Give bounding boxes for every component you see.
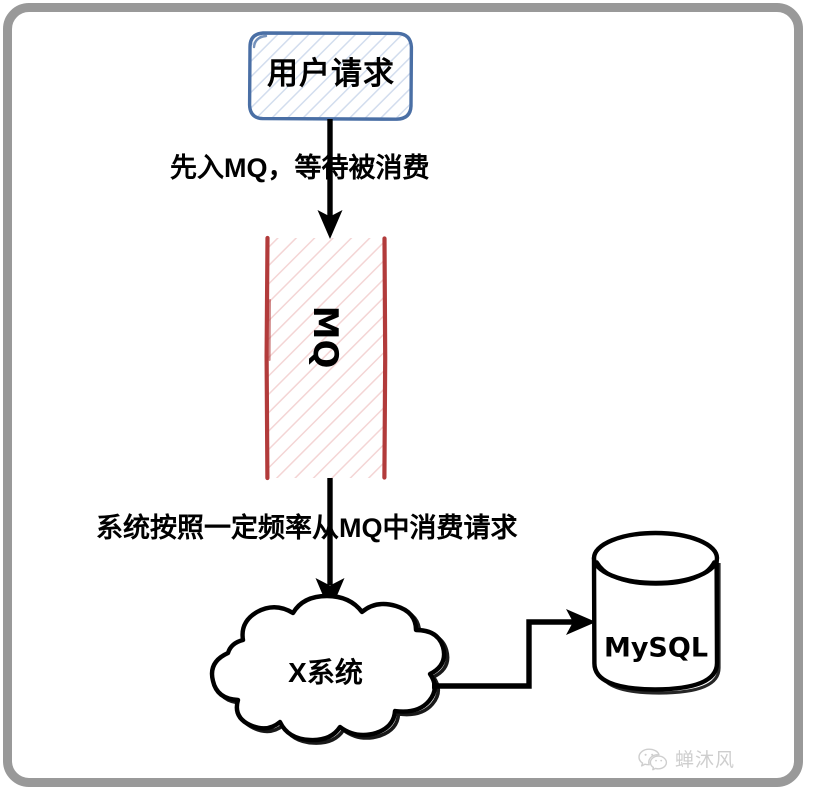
edge-label-user-to-mq: 先入MQ，等待被消费	[170, 153, 430, 183]
mysql-label: MySQL	[603, 632, 709, 664]
user-request-label: 用户请求	[267, 56, 395, 91]
watermark-label: 蝉沐风	[675, 750, 736, 771]
edge-label-mq-to-system: 系统按照一定频率从MQ中消费请求	[96, 513, 518, 543]
mq-label: MQ	[305, 305, 345, 369]
node-mysql[interactable]	[591, 530, 721, 695]
node-mq[interactable]	[264, 235, 388, 481]
node-user-request[interactable]	[247, 31, 414, 121]
edge-mq-to-system	[315, 478, 345, 612]
x-system-label: X系统	[288, 657, 363, 688]
watermark: 蝉沐风	[638, 745, 735, 772]
edge-system-to-mysql	[432, 609, 596, 689]
wechat-icon	[638, 748, 668, 770]
edge-user-to-mq	[317, 119, 343, 239]
